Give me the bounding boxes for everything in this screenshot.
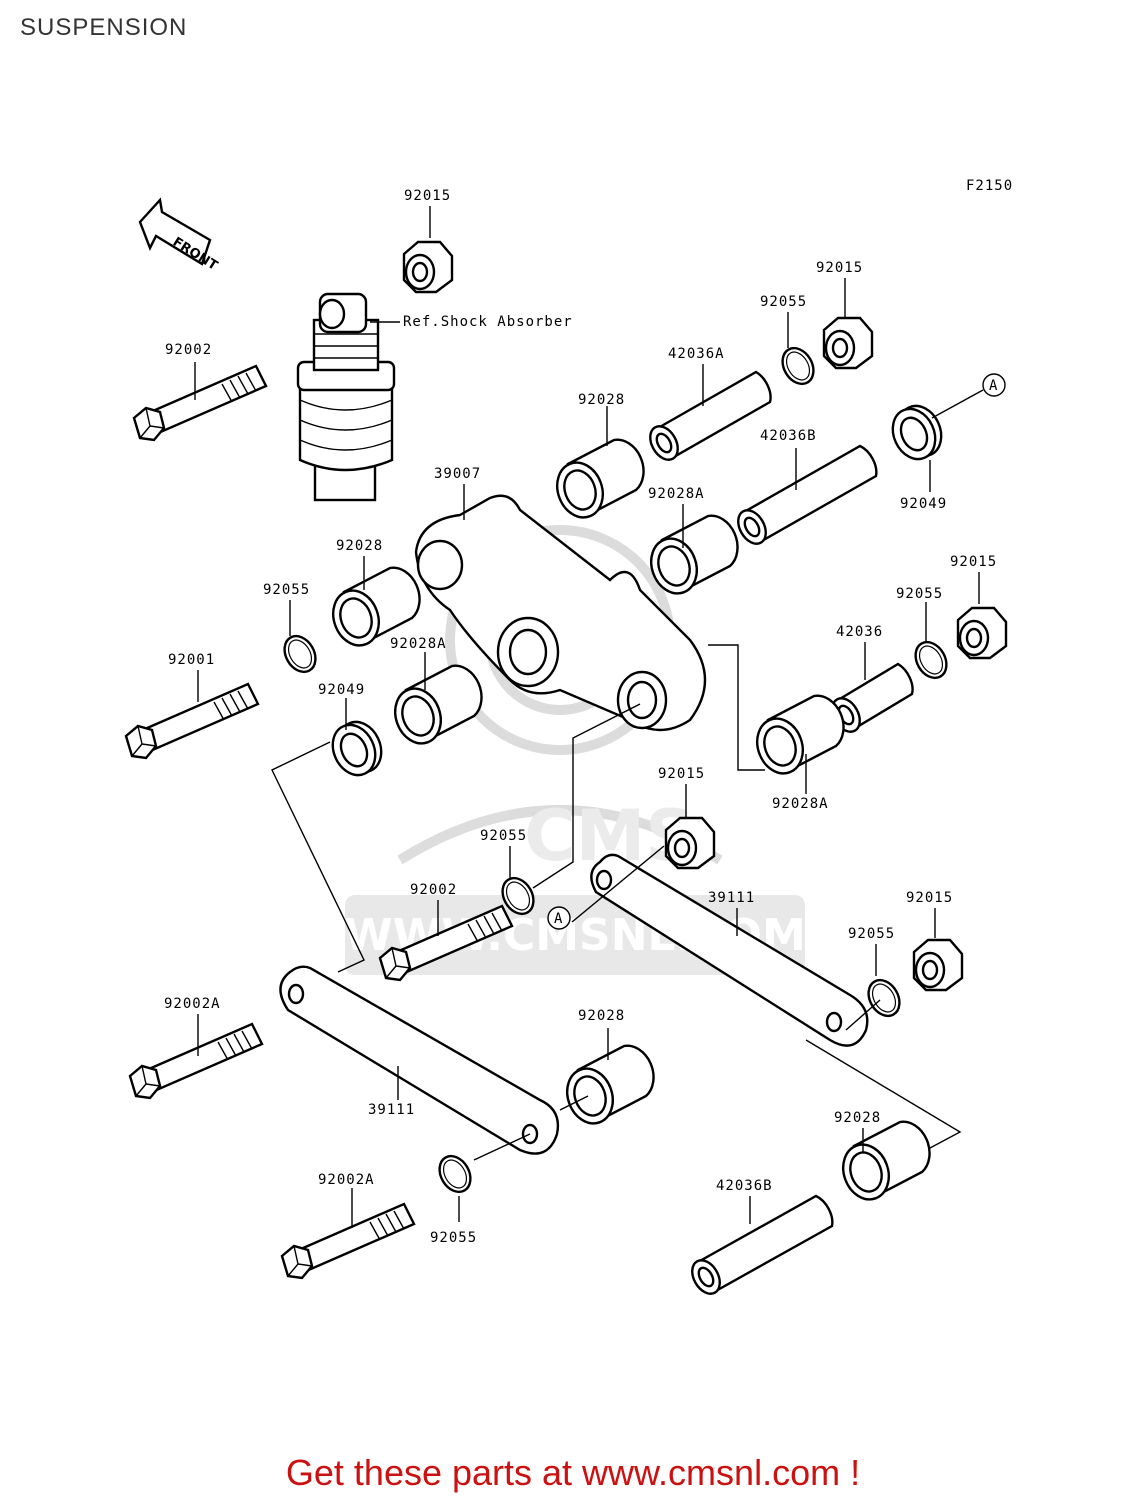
leader-lines [194,206,984,1228]
label-bolt-bottom: 92002A [318,1172,375,1188]
label-sleeve-long: 42036B [760,428,817,444]
advert-link[interactable]: Get these parts at www.cmsnl.com ! [285,1452,861,1493]
sleeve-42036a [649,370,772,461]
label-bushing-bottom-right: 92028 [834,1110,881,1126]
label-sleeve-bottom: 42036B [716,1178,773,1194]
label-nut-upper-right: 92015 [816,260,863,276]
label-sleeve-upper: 42036A [668,346,725,362]
ref-shock-absorber-note: Ref.Shock Absorber [403,314,573,330]
bolt-92002-top-left [132,364,268,442]
suspension-exploded-diagram: WWW.CMSNL.COM CMS F2150 FRONT Ref.Shock … [124,178,1013,1295]
bushing-92028a-right [748,694,845,782]
nut-92015-upper-right [822,316,874,370]
shock-absorber [296,292,396,502]
seal-92049-left [323,713,391,784]
oring-92055-bottom [432,1149,478,1199]
rocker-arm-39007 [414,494,707,732]
bolt-92001-left [124,682,260,760]
bolt-92002a-bottom [280,1202,416,1280]
reference-mark-a-mid: A [547,906,571,930]
label-tie-rod-upper: 39111 [708,890,755,906]
label-oring-center: 92055 [480,828,527,844]
label-oring-lower-right: 92055 [848,926,895,942]
oring-92055-top-right [775,341,821,391]
sleeve-42036b-lower [691,1194,834,1295]
label-bushing-left: 92028 [336,538,383,554]
label-oring-left: 92055 [263,582,310,598]
label-tie-rod-lower: 39111 [368,1102,415,1118]
page-title: SUSPENSION [20,14,188,41]
label-nut-lower-right: 92015 [906,890,953,906]
label-bushing-lower: 92028 [578,1008,625,1024]
nut-92015-top [402,240,454,294]
oring-92055-right-mid [908,635,954,685]
nut-92015-right-mid [956,606,1008,660]
label-oring-right-mid: 92055 [896,586,943,602]
nut-92015-center [664,816,716,870]
tie-rod-lower [279,965,560,1155]
svg-text:A: A [554,911,563,927]
label-bolt-left: 92001 [168,652,215,668]
tie-rod-upper [590,853,869,1047]
label-bushing-upper: 92028 [578,392,625,408]
label-nut-top: 92015 [404,188,451,204]
bushing-92028-upper [548,438,645,526]
label-bushing-a-upper: 92028A [648,486,705,502]
bushing-92028-lower [558,1044,655,1132]
reference-mark-a-top: A [982,373,1006,397]
label-oring-top-right: 92055 [760,294,807,310]
label-bushing-a-left: 92028A [390,636,447,652]
seal-92049-right [883,397,951,468]
bushing-92028a-left [386,664,483,752]
figure-code: F2150 [966,178,1013,194]
label-bolt-top-left: 92002 [165,342,212,358]
label-oring-bottom: 92055 [430,1230,477,1246]
label-bolt-center: 92002 [410,882,457,898]
label-seal-right: 92049 [900,496,947,512]
label-sleeve-right: 42036 [836,624,883,640]
sleeve-42036b-upper [737,444,878,545]
label-seal-left: 92049 [318,682,365,698]
bolt-92002a-lower-left [128,1022,264,1100]
bushing-92028-bottom-right [834,1120,931,1208]
oring-92055-left [277,629,323,679]
nut-92015-lower-right [912,938,964,992]
label-bushing-a-right: 92028A [772,796,829,812]
front-direction-arrow-icon: FRONT [138,197,220,274]
label-rocker-arm: 39007 [434,466,481,482]
svg-text:A: A [989,378,998,394]
label-bolt-lower-left: 92002A [164,996,221,1012]
label-nut-right-mid: 92015 [950,554,997,570]
part-labels: 92015 92002 92015 92055 42036A 92028 420… [164,188,997,1246]
oring-92055-lower-right [861,973,907,1023]
label-nut-center: 92015 [658,766,705,782]
